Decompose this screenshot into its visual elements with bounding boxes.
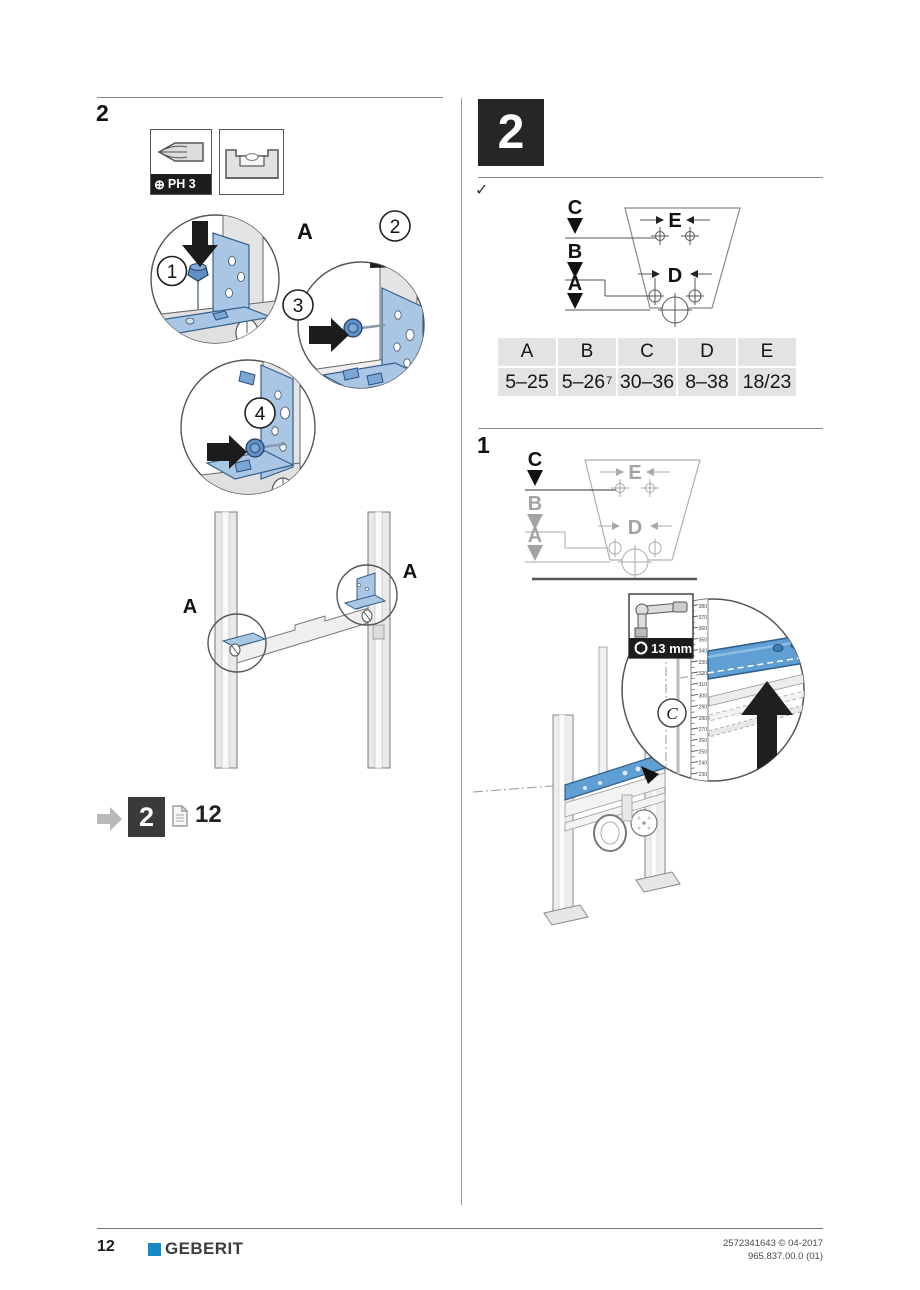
callout-1: 1: [167, 262, 178, 283]
bit-size-label: PH 3: [167, 177, 196, 191]
nav-page-ref: 12: [195, 801, 222, 828]
socket-wrench-icon: [634, 601, 688, 638]
left-step-heading: 2: [96, 100, 109, 126]
page-icon: [172, 805, 188, 827]
dimension-diagram: E D C B A: [565, 197, 741, 327]
doc-code-line1: 2572341643 © 04-2017: [723, 1238, 823, 1249]
tool-phillips-bit: ⊕ PH 3: [150, 129, 212, 195]
table-value: 18/23: [738, 368, 796, 396]
svg-text:340: 340: [699, 649, 708, 655]
bracket-label-a: A: [297, 219, 313, 244]
callout-2: 2: [390, 217, 401, 238]
spirit-level-icon: [220, 130, 283, 194]
step1-rule: [478, 428, 823, 429]
dimension-diagram-step1: E D C B A: [525, 449, 701, 581]
svg-text:290: 290: [699, 705, 708, 711]
svg-text:250: 250: [699, 749, 708, 755]
check-symbol: ✓: [475, 182, 489, 199]
detail-circle-step1: 1: [150, 214, 280, 344]
left-section-rule: [97, 97, 443, 98]
phillips-icon: ⊕: [154, 176, 165, 192]
dim-a-label: A: [568, 273, 582, 295]
dim-a-label: A: [528, 525, 542, 547]
footer-page-number: 12: [97, 1238, 115, 1255]
next-arrow-icon: [97, 807, 122, 831]
svg-text:230: 230: [699, 772, 708, 778]
frame-illustration: A A: [183, 511, 417, 769]
svg-text:360: 360: [699, 626, 708, 632]
dim-e-label: E: [628, 462, 641, 484]
frame-detail-circle-right: [336, 564, 398, 626]
footer-rule: [97, 1228, 823, 1229]
dim-c-label: C: [568, 197, 582, 219]
frame-label-a-right: A: [403, 561, 417, 583]
brand-logo: GEBERIT: [148, 1239, 243, 1259]
dim-b-label: B: [568, 241, 582, 263]
magnifier-label-c: C: [666, 704, 678, 723]
table-header: E: [738, 338, 796, 366]
table-header: C: [618, 338, 676, 366]
brand-name: GEBERIT: [165, 1239, 244, 1258]
required-tools: ⊕ PH 3: [150, 129, 284, 195]
svg-text:310: 310: [699, 682, 708, 688]
chapter-step-box: 2: [478, 99, 544, 166]
dim-d-label: D: [628, 517, 642, 539]
step1-heading: 1: [477, 432, 490, 458]
column-divider: [461, 98, 462, 1205]
dim-d-label: D: [668, 265, 682, 287]
brand-square-icon: [148, 1242, 161, 1256]
table-header: A: [498, 338, 556, 366]
frame-detail-circle-left: [207, 613, 267, 673]
socket-wrench-tool-box: 13 mm: [628, 593, 694, 659]
table-value: 5–25: [498, 368, 556, 396]
svg-text:280: 280: [699, 716, 708, 722]
phillips-bit-icon: [151, 130, 211, 174]
detail-circle-step4: 4: [180, 359, 316, 495]
svg-text:260: 260: [699, 738, 708, 744]
dim-b-label: B: [528, 493, 542, 515]
table-header: D: [678, 338, 736, 366]
callout-4: 4: [255, 404, 266, 425]
svg-text:370: 370: [699, 615, 708, 621]
socket-size-label: 13 mm: [651, 641, 692, 656]
frame-label-a-left: A: [183, 596, 197, 618]
dim-e-label: E: [668, 210, 681, 232]
callout-3: 3: [293, 296, 304, 317]
nav-step-box: 2: [128, 797, 165, 837]
document-code: 2572341643 © 04-2017 965.837.00.0 (01): [560, 1238, 823, 1263]
table-header: B: [558, 338, 616, 366]
tool-spirit-level: [219, 129, 284, 195]
table-value: 8–38: [678, 368, 736, 396]
doc-code-line2: 965.837.00.0 (01): [747, 1250, 823, 1262]
right-section-rule: [478, 177, 823, 178]
dim-c-label: C: [528, 449, 542, 471]
table-value: 30–36: [618, 368, 676, 396]
svg-text:380: 380: [699, 604, 708, 610]
rail-adjustment-illustration: 3803703603503403303203103002902802702602…: [472, 593, 805, 926]
svg-text:300: 300: [699, 693, 708, 699]
svg-text:330: 330: [699, 660, 708, 666]
assembly-illustration: A A 1 A: [150, 210, 425, 769]
svg-text:270: 270: [699, 727, 708, 733]
svg-text:350: 350: [699, 637, 708, 643]
detail-circle-step2-3: 2 3: [282, 210, 425, 389]
svg-text:240: 240: [699, 761, 708, 767]
